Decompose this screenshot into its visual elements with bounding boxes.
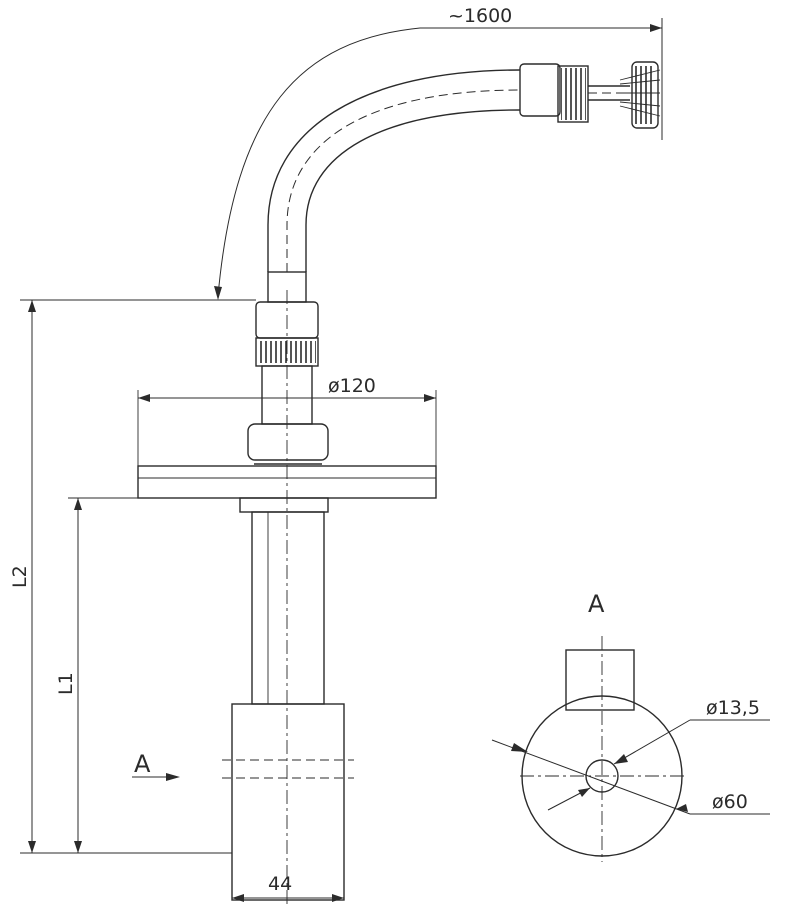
cable-bend [267, 69, 521, 272]
view-a-float [520, 636, 684, 862]
cable-length-dimension [214, 18, 663, 300]
float-diameter-label: ø60 [712, 791, 748, 813]
width-dimension [232, 894, 344, 902]
view-a-arrow [132, 773, 180, 781]
hole-diameter-label: ø13,5 [706, 697, 760, 719]
l1-dimension [68, 497, 138, 853]
view-a-title: A [588, 590, 605, 618]
cable-end-connector [519, 61, 661, 129]
gland-body [247, 271, 329, 465]
cable-length-label: ~1600 [448, 5, 512, 27]
float-diameter-leader [491, 739, 770, 815]
view-a-marker-label: A [134, 750, 151, 778]
stem-tube [239, 497, 329, 705]
l1-label: L1 [55, 672, 77, 695]
l2-label: L2 [9, 565, 31, 588]
width-label: 44 [268, 873, 292, 895]
float [222, 703, 354, 901]
l2-dimension [20, 299, 256, 854]
flange-diameter-label: ø120 [328, 375, 376, 397]
hole-diameter-leader [547, 719, 770, 811]
